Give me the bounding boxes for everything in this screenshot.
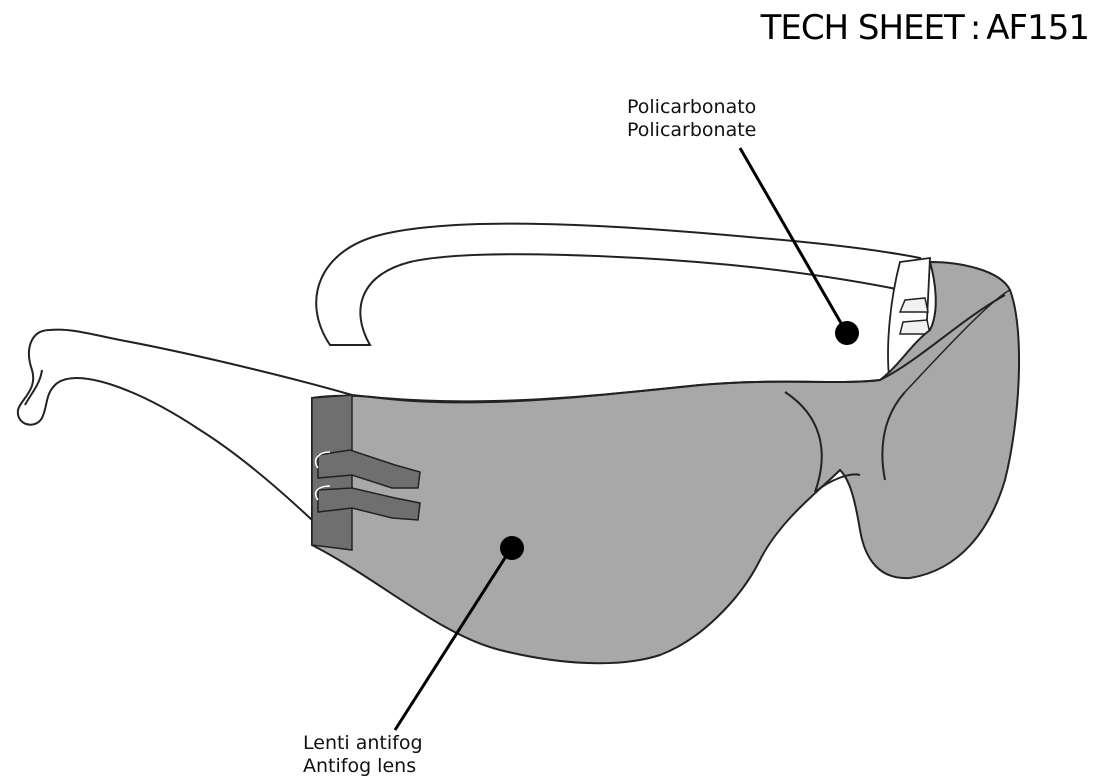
- nose-bridge-left: [784, 391, 823, 493]
- frame-leader-line: [738, 147, 847, 331]
- lens-italian: Lenti antifog: [303, 732, 423, 754]
- frame-callout-dot: [835, 321, 859, 345]
- front-hinge-clip-lower: [317, 487, 421, 521]
- back-temple-arm: [315, 222, 927, 346]
- lens-brow-back: [879, 294, 1006, 381]
- temple-tip-hook: [24, 369, 43, 406]
- product-code: AF151: [986, 8, 1090, 48]
- page-title: TECH SHEET:AF151: [760, 8, 1090, 48]
- frame-material-italian: Policarbonato: [627, 96, 757, 118]
- nose-pad: [814, 473, 861, 493]
- title-prefix: TECH SHEET: [760, 8, 965, 48]
- lens-brow-edge: [351, 379, 881, 403]
- right-lens-contour: [904, 289, 1011, 393]
- lens-callout-dot: [500, 536, 524, 560]
- title-separator: :: [969, 8, 982, 48]
- lens-english: Antifog lens: [303, 755, 417, 777]
- front-hinge-clip-upper: [317, 449, 421, 489]
- lens-leader-line: [393, 549, 512, 731]
- frame-material-english: Policarbonate: [627, 119, 757, 141]
- front-hinge-wire: [314, 451, 331, 501]
- nose-bridge-right: [881, 391, 906, 481]
- lens-callout: Lenti antifog Antifog lens: [303, 732, 423, 778]
- front-temple-arm: [16, 328, 353, 523]
- frame-material-callout: Policarbonato Policarbonate: [627, 96, 756, 142]
